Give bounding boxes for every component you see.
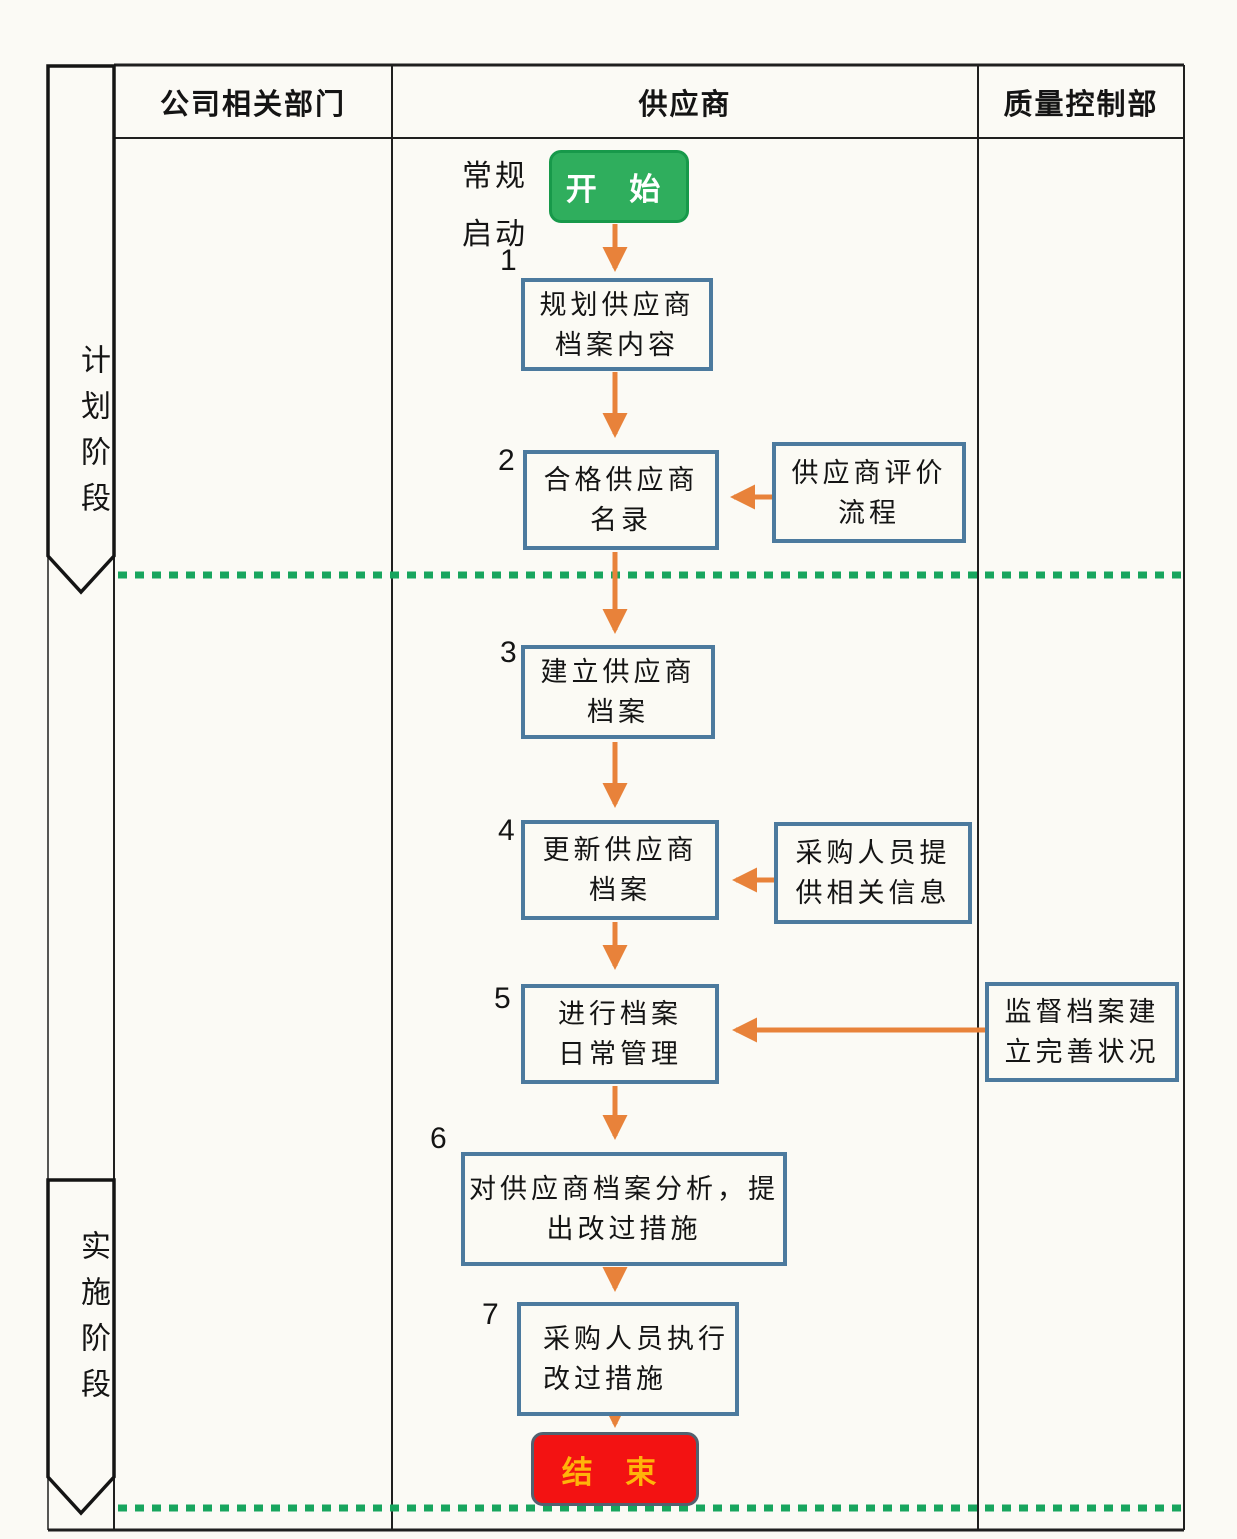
step-number-2: 2 [498, 444, 515, 477]
phase-divider-lines [118, 571, 1183, 1512]
input-box-supplier-evaluation-process: 供应商评价 流程 [772, 442, 966, 543]
step-1-line-1: 规划供应商 [539, 289, 695, 320]
phase-label-plan: 计划阶段 [76, 344, 109, 528]
lane-header-quality-control: 质量控制部 [978, 65, 1184, 138]
step-number-4: 4 [498, 814, 515, 847]
step-box-analyze-archive-propose-measures: 对供应商档案分析，提 出改过措施 [461, 1152, 787, 1266]
step-number-7: 7 [482, 1298, 499, 1331]
trigger-line-1: 常规 [462, 160, 528, 193]
lane-header-departments-label: 公司相关部门 [159, 88, 346, 121]
step-5-line-2: 日常管理 [558, 1039, 682, 1069]
lane-header-supplier: 供应商 [392, 65, 978, 138]
step-6-line-2: 出改过措施 [546, 1214, 702, 1244]
step-4-line-2: 档案 [589, 875, 651, 905]
step-box-create-supplier-archive: 建立供应商 档案 [521, 645, 715, 739]
phase-banner-implement [46, 1178, 116, 1516]
flow-arrows [602, 224, 986, 1429]
step-box-daily-archive-management: 进行档案 日常管理 [521, 984, 719, 1084]
lane-header-departments: 公司相关部门 [114, 65, 392, 138]
input-1-line-1: 供应商评价 [791, 457, 947, 488]
input-box-purchaser-provides-info: 采购人员提 供相关信息 [774, 822, 972, 924]
step-7-line-2: 改过措施 [543, 1364, 667, 1394]
step-number-1: 1 [500, 244, 517, 277]
step-5-line-1: 进行档案 [558, 999, 682, 1029]
input-3-line-2: 立完善状况 [1004, 1037, 1160, 1067]
input-box-supervise-archive-completion: 监督档案建 立完善状况 [985, 982, 1179, 1082]
step-2-line-1: 合格供应商 [543, 465, 699, 495]
step-number-3: 3 [500, 636, 517, 669]
step-box-purchaser-executes-measures: 采购人员执行 改过措施 [517, 1302, 739, 1416]
step-number-5: 5 [494, 982, 511, 1015]
step-number-6: 6 [430, 1122, 447, 1155]
input-3-line-1: 监督档案建 [1004, 997, 1160, 1027]
lane-header-quality-control-label: 质量控制部 [1003, 88, 1159, 121]
step-1-line-2: 档案内容 [555, 329, 679, 360]
step-7-line-1: 采购人员执行 [543, 1324, 729, 1354]
step-2-line-2: 名录 [590, 505, 652, 535]
trigger-line-2: 启动 [462, 218, 528, 251]
step-3-line-2: 档案 [587, 697, 649, 727]
input-2-line-2: 供相关信息 [795, 878, 951, 908]
start-label: 开 始 [565, 172, 673, 207]
phase-label-implement: 实施阶段 [76, 1230, 109, 1414]
phase-banner-plan [46, 64, 116, 595]
step-6-line-1: 对供应商档案分析，提 [469, 1174, 779, 1204]
input-1-line-2: 流程 [838, 497, 900, 528]
step-box-qualified-supplier-list: 合格供应商 名录 [523, 450, 719, 550]
step-3-line-1: 建立供应商 [540, 657, 696, 687]
step-4-line-1: 更新供应商 [542, 835, 698, 865]
input-2-line-1: 采购人员提 [795, 838, 951, 868]
trigger-annotation: 常规 启动 [455, 148, 535, 264]
step-box-plan-archive-content: 规划供应商 档案内容 [521, 278, 713, 371]
lane-header-supplier-label: 供应商 [638, 88, 732, 121]
end-label: 结 束 [561, 1454, 669, 1490]
step-box-update-supplier-archive: 更新供应商 档案 [521, 820, 719, 920]
end-node: 结 束 [531, 1432, 699, 1506]
start-node: 开 始 [549, 150, 689, 223]
